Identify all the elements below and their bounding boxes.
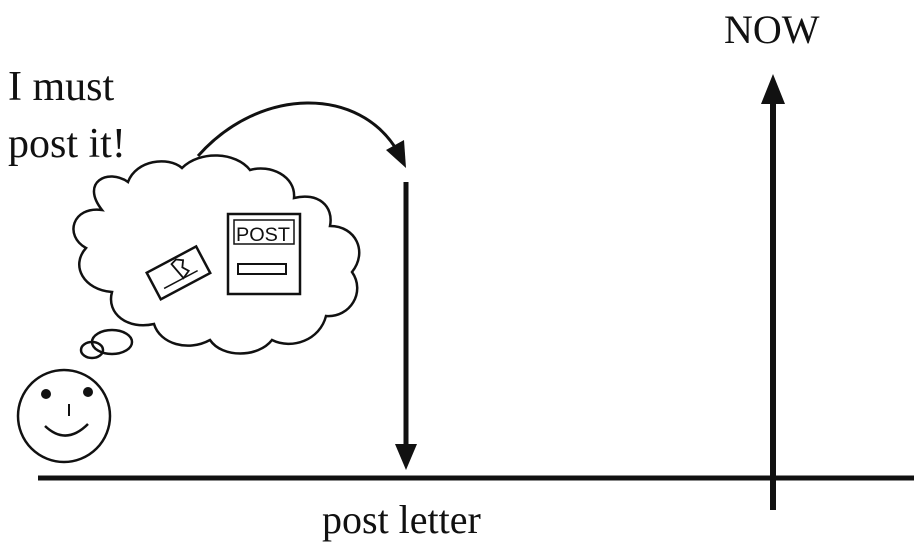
envelope-icon [145,244,212,301]
thought-bubble-small [79,340,105,360]
thought-text-line-1: I must [8,64,115,110]
event-arrow [395,182,417,470]
now-arrow [761,74,785,510]
postbox-text: POST [236,225,290,246]
smiley-face-icon [16,368,112,464]
thought-text-line-2: post it! [8,121,126,167]
intention-curve-arrow [196,101,406,168]
thought-cloud [72,154,361,355]
event-label: post letter [322,497,481,542]
now-label: NOW [724,7,820,52]
postbox-icon [226,212,302,296]
